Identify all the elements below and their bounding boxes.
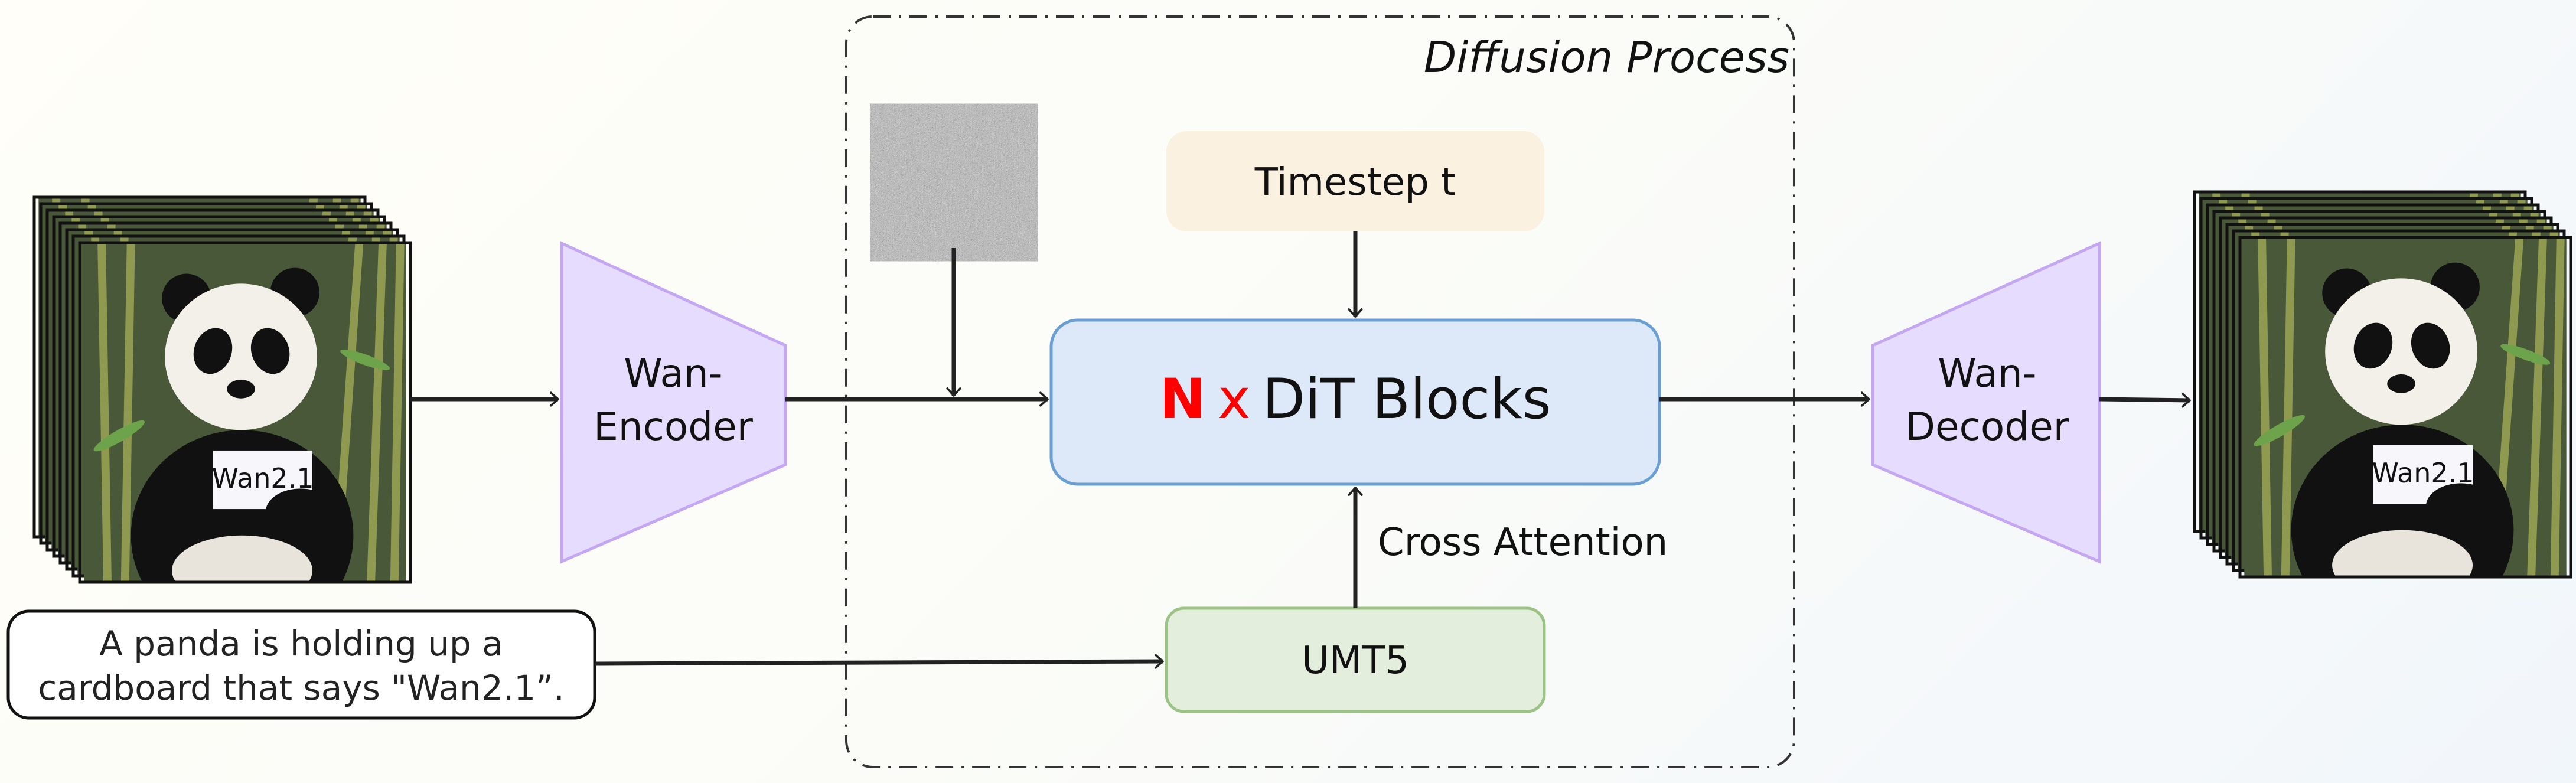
wan-encoder: [560, 241, 787, 564]
text-prompt-box: [6, 609, 596, 720]
arrow-decoder-to-video: [2099, 393, 2191, 408]
prompt-line1: A panda is holding up a: [99, 624, 503, 664]
input-sign-text: Wan2.1: [211, 462, 314, 494]
decoder-label-line2: Decoder: [1905, 404, 2070, 449]
video-frame-border: [2238, 236, 2572, 579]
encoder-label-line2: Encoder: [594, 404, 754, 449]
arrow-prompt-to-umt5: [594, 654, 1164, 669]
dit-blocks-box: [1049, 318, 1661, 486]
input-video-frames: Wan2.1: [32, 195, 412, 584]
prompt-line2: cardboard that says "Wan2.1”.: [38, 668, 564, 708]
wan-decoder: [1871, 241, 2101, 564]
encoder-label-line1: Wan-: [624, 351, 722, 396]
video-frame-border: [78, 241, 412, 584]
diffusion-process-frame: [845, 15, 1795, 768]
output-video-frames: Wan2.1: [2193, 190, 2572, 579]
noise-image-icon: [884, 117, 1023, 248]
timestep-label: Timestep t: [1254, 161, 1456, 204]
timestep-box: [1166, 131, 1544, 231]
diffusion-process-title: Diffusion Process: [1424, 32, 1789, 82]
umt5-label: UMT5: [1302, 639, 1409, 683]
output-sign-text: Wan2.1: [2372, 457, 2474, 489]
decoder-label-line1: Wan-: [1938, 351, 2036, 396]
cross-attention-label: Cross Attention: [1378, 521, 1668, 565]
